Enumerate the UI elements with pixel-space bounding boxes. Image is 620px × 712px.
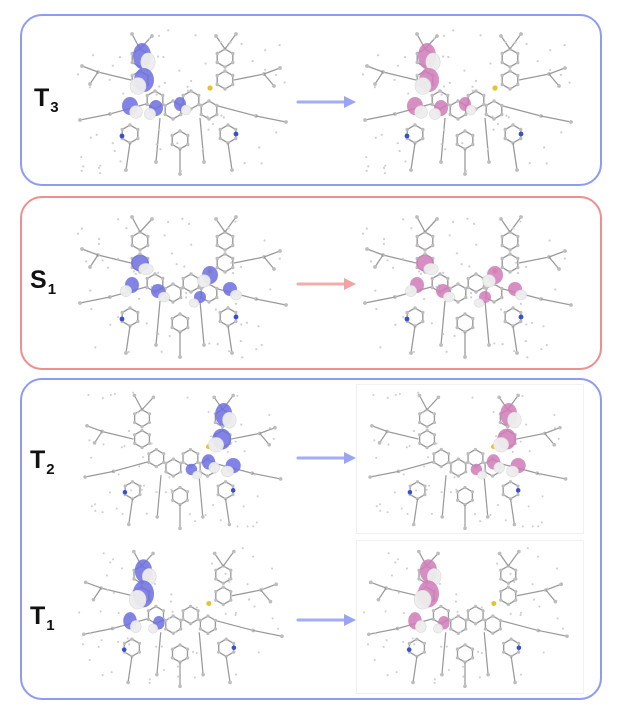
t3-electron-molecule-icon xyxy=(361,29,573,176)
t2-hole-molecule-icon xyxy=(83,391,283,531)
s1-hole-molecule-icon xyxy=(76,215,288,359)
transition-arrow-icon xyxy=(296,614,356,626)
t1-electron-molecule-icon xyxy=(363,547,569,689)
t1-hole-molecule-icon xyxy=(78,547,284,689)
s1-electron-molecule-icon xyxy=(361,215,573,359)
transition-arrow-icon xyxy=(296,96,356,108)
state-label-s1: S1 xyxy=(30,266,57,298)
transition-arrow-icon xyxy=(296,278,356,290)
state-label-t1: T1 xyxy=(30,602,55,634)
inset-t2-right xyxy=(356,384,584,534)
transition-arrow-icon xyxy=(296,452,356,464)
t3-hole-molecule-icon xyxy=(76,29,288,176)
inset-t1-right xyxy=(356,540,584,694)
state-label-t3: T3 xyxy=(34,84,59,116)
state-label-t2: T2 xyxy=(30,446,55,478)
t2-electron-molecule-icon xyxy=(368,391,568,531)
